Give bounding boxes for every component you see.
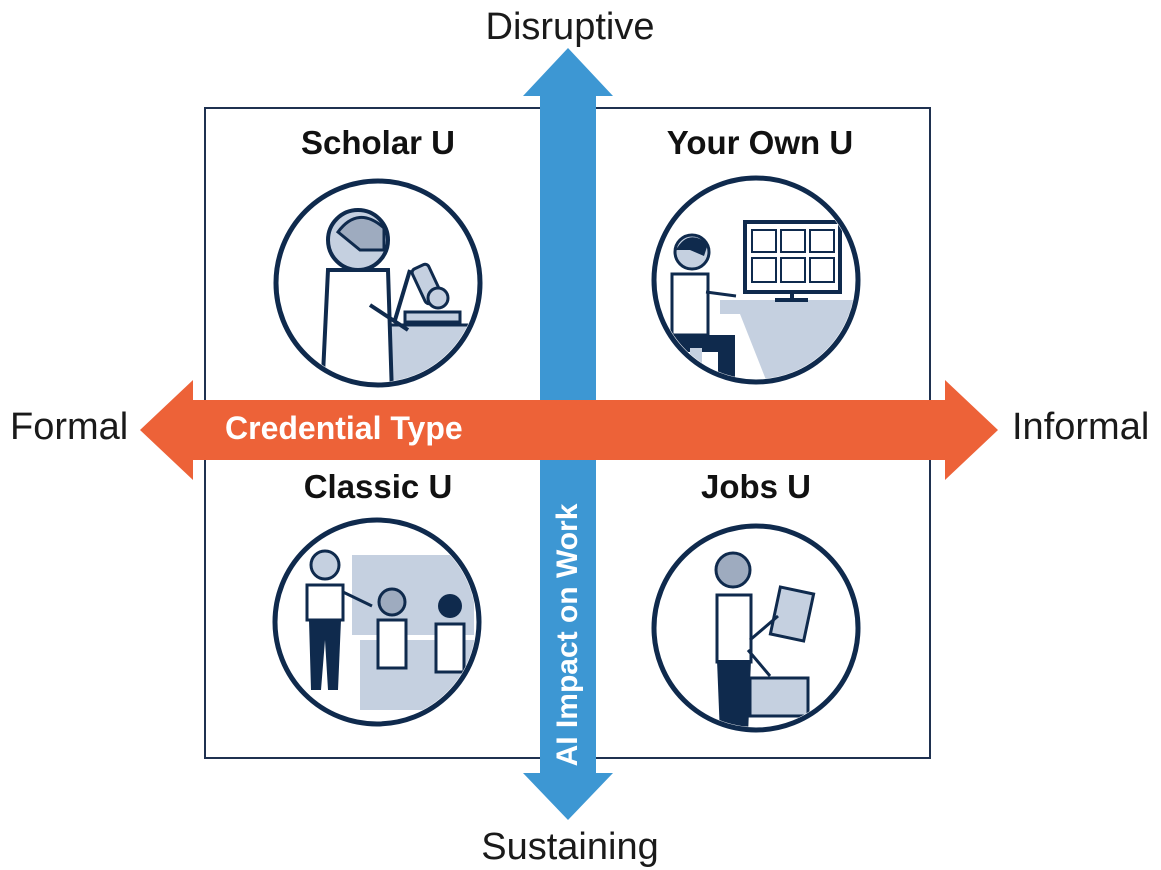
person-at-computer-icon: [651, 175, 861, 385]
quadrant-title-classic: Classic U: [303, 468, 453, 505]
vertical-arrow-title: AI Impact on Work: [551, 503, 584, 767]
axis-right-label: Informal: [1012, 406, 1150, 448]
worker-briefcase-icon: [651, 523, 861, 733]
scientist-microscope-icon: [273, 178, 483, 388]
quadrant-title-your-own: Your Own U: [666, 124, 854, 161]
horizontal-arrow: [140, 380, 998, 480]
axis-bottom-label: Sustaining: [481, 826, 659, 868]
quadrant-title-scholar: Scholar U: [300, 124, 456, 161]
quadrant-title-jobs: Jobs U: [700, 468, 812, 505]
axis-left-label: Formal: [10, 406, 129, 448]
horizontal-arrow-title: Credential Type: [225, 410, 463, 446]
teacher-classroom-icon: [272, 517, 482, 727]
axis-top-label: Disruptive: [485, 6, 655, 48]
